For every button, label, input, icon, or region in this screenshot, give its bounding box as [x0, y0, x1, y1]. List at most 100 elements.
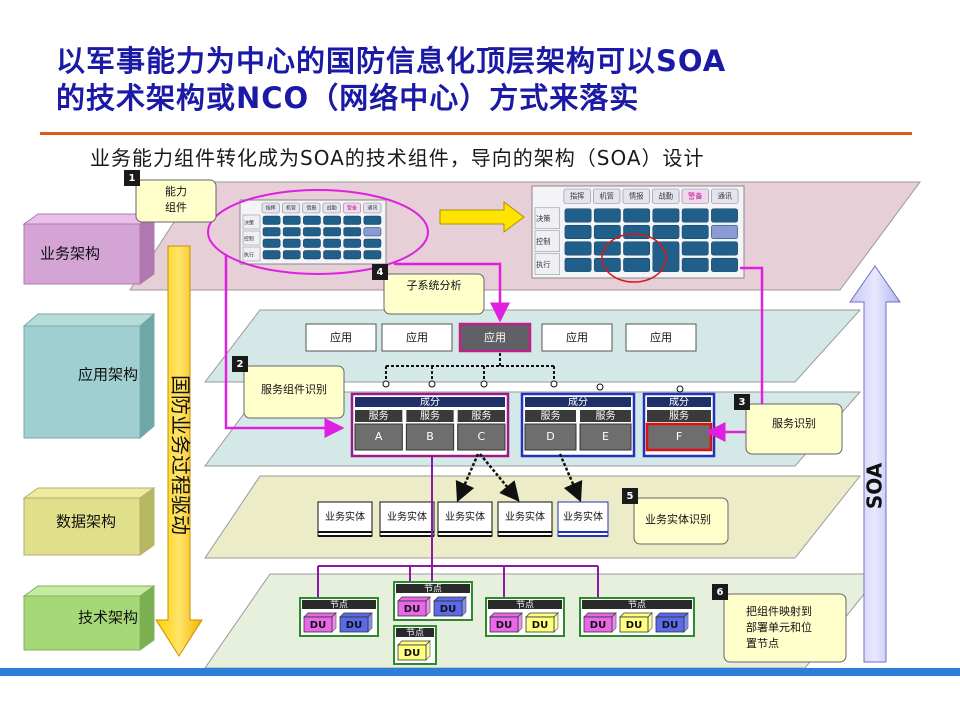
grid-tab-label: 通讯	[367, 205, 377, 212]
grid-tile	[623, 241, 651, 256]
application-label: 应用	[566, 330, 588, 344]
grid-tile	[711, 257, 738, 272]
service-B: 服务B	[405, 409, 455, 451]
large-capability-grid: 指挥机管情报战勤警备通讯 决策控制执行	[531, 185, 745, 279]
grid-tile	[593, 208, 621, 223]
subtitle: 业务能力组件转化成为SOA的技术组件，导向的架构（SOA）设计	[90, 146, 705, 170]
layer-label-technology: 技术架构	[78, 609, 138, 627]
deployment-unit: DU	[303, 612, 337, 633]
deployment-unit-label: DU	[404, 648, 420, 659]
business-entity: 业务实体	[317, 501, 373, 537]
callout-number-badge	[622, 488, 638, 504]
callout-number-badge	[712, 584, 728, 600]
node-label: 节点	[516, 600, 534, 611]
layer-label-application: 应用架构	[78, 366, 138, 384]
grid-tile	[323, 250, 341, 260]
grid-tab-label: 机管	[599, 191, 614, 200]
grid-tile	[323, 227, 341, 237]
grid-tile	[343, 215, 362, 225]
grid-tab-label: 情报	[306, 205, 316, 212]
application-label: 应用	[330, 330, 352, 344]
grid-tile	[262, 215, 281, 225]
deployment-unit: DU	[583, 612, 617, 633]
grid-tile	[564, 257, 592, 272]
layer-block-business: 业务架构	[22, 213, 156, 285]
title-line-1: 以军事能力为中心的国防信息化顶层架构可以SOA	[56, 44, 727, 78]
grid-tile	[711, 241, 738, 256]
grid-tab-label: 指挥	[266, 205, 276, 212]
callout-number-badge	[124, 170, 140, 186]
callout-number: 2	[237, 359, 244, 370]
grid-tile	[363, 250, 382, 260]
grid-tile	[681, 224, 709, 239]
grid-tile	[323, 238, 341, 248]
grid-tile	[711, 208, 738, 223]
callout-number-badge	[232, 356, 248, 372]
grid-tile	[303, 227, 321, 237]
business-entity: 业务实体	[379, 501, 435, 537]
service-label: 服务	[596, 409, 616, 422]
service-label: 服务	[471, 409, 491, 422]
callout-number-badge	[734, 394, 750, 410]
grid-tile	[343, 238, 362, 248]
application-label: 应用	[406, 330, 428, 344]
grid-tab: 机管	[593, 188, 621, 204]
grid-tile	[262, 238, 281, 248]
grid-tab: 机管	[282, 202, 300, 214]
grid-tile	[282, 215, 301, 225]
svg-text:决策: 决策	[536, 214, 551, 223]
grid-tab-label: 情报	[629, 191, 644, 200]
grid-row-label: 执行	[534, 253, 560, 275]
entity-label: 业务实体	[445, 510, 485, 523]
service-id: D	[546, 430, 554, 443]
small-capability-grid: 指挥机管情报战勤警备通讯 决策控制执行	[239, 199, 387, 265]
grid-tile	[564, 208, 592, 223]
grid-tile	[363, 227, 382, 237]
entity-label: 业务实体	[505, 510, 545, 523]
application-box: 应用	[458, 322, 532, 353]
subsystem-dotted-links	[385, 353, 555, 380]
callout-text: 服务组件识别	[261, 382, 327, 396]
callout-text: 能力	[165, 184, 187, 198]
deployment-unit: DU	[397, 640, 431, 661]
footer-space	[0, 676, 960, 720]
svg-text:执行: 执行	[244, 252, 254, 259]
service-label: 服务	[369, 409, 389, 422]
grid-row-label: 控制	[242, 230, 261, 246]
node-label: 节点	[424, 584, 442, 595]
node-label: 节点	[406, 628, 424, 639]
grid-tab-label: 警备	[688, 191, 703, 200]
grid-row-label: 控制	[534, 230, 560, 252]
grid-tile	[623, 208, 651, 223]
grid-tile	[363, 238, 382, 248]
deployment-unit: DU	[525, 612, 559, 633]
grid-tile	[282, 238, 301, 248]
callout-text: 子系统分析	[407, 278, 462, 292]
callout-c2: 2 服务组件识别	[232, 356, 345, 419]
deployment-unit: DU	[489, 612, 523, 633]
service-label: 服务	[541, 409, 561, 422]
callout-text: 部署单元和位	[746, 620, 812, 634]
business-entity: 业务实体	[557, 501, 609, 537]
deployment-unit-label: DU	[532, 620, 548, 631]
application-box: 应用	[541, 323, 613, 352]
soa-arrow: SOA	[849, 265, 901, 663]
deployment-unit-label: DU	[626, 620, 642, 631]
grid-tile	[262, 250, 281, 260]
service-id: F	[676, 430, 682, 443]
entity-dotted-arrows	[455, 453, 583, 503]
process-driven-arrow-label: 国防业务过程驱动	[169, 375, 193, 535]
footer-bar	[0, 668, 960, 676]
component-header: 成分	[420, 396, 440, 408]
svg-text:控制: 控制	[244, 236, 254, 243]
grid-tab: 警备	[343, 202, 361, 214]
deployment-unit-label: DU	[496, 620, 512, 631]
grid-tile	[564, 224, 592, 239]
grid-tile	[711, 224, 738, 239]
service-id: C	[477, 430, 485, 443]
callout-number: 4	[377, 267, 384, 278]
service-F: 服务F	[645, 409, 713, 452]
grid-tile	[564, 241, 592, 256]
